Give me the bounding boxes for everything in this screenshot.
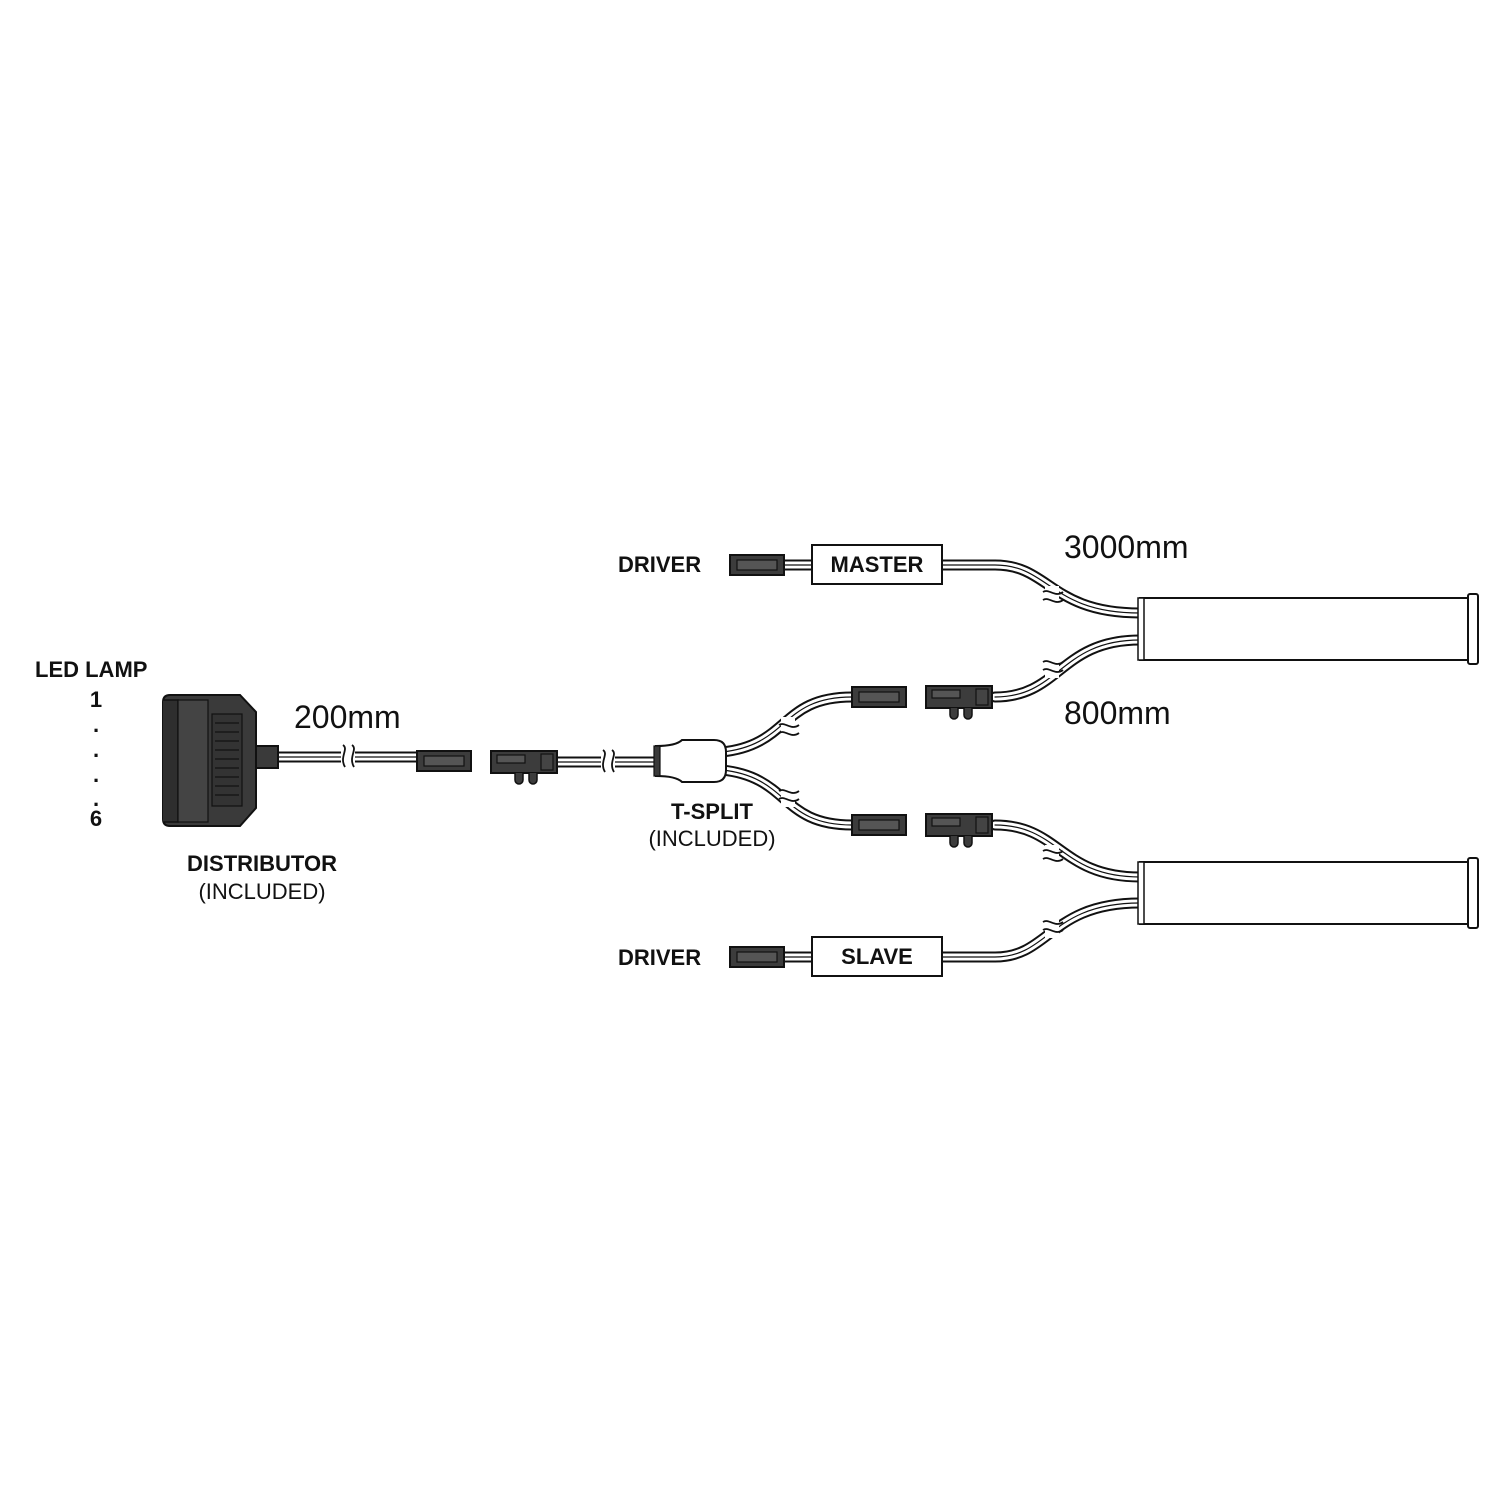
- cable-lamp2-slave: [936, 897, 1146, 963]
- cable-break-marks: [341, 586, 1064, 938]
- dimension-800mm: 800mm: [1064, 695, 1171, 731]
- break-mark: [1042, 916, 1064, 938]
- connector-female-lower-branch: [851, 814, 907, 836]
- connector-female-upper-branch: [851, 686, 907, 708]
- connector-male-lamp2: [925, 813, 993, 848]
- tsplit-included-note: (INCLUDED): [648, 826, 776, 851]
- distributor-box: [162, 694, 279, 827]
- lamp-number-dot: .: [92, 712, 100, 737]
- distributor-port: [255, 745, 279, 769]
- dimension-3000mm: 3000mm: [1064, 529, 1189, 565]
- connector-driver-bottom: [729, 946, 785, 968]
- slave-label: SLAVE: [841, 943, 913, 969]
- driver-label-bottom: DRIVER: [618, 945, 702, 970]
- break-mark: [778, 785, 800, 807]
- break-mark: [1042, 845, 1064, 867]
- break-mark: [1042, 586, 1064, 608]
- break-mark: [341, 744, 355, 768]
- t-split-body: [653, 739, 727, 783]
- connector-male-tsplit-lead: [490, 750, 558, 785]
- master-box: [811, 544, 943, 585]
- distributor-vents: [215, 722, 239, 796]
- led-lamp-label: LED LAMP: [35, 657, 148, 682]
- dimension-200mm: 200mm: [294, 699, 401, 735]
- cable-lamp1-800: [989, 634, 1146, 703]
- break-mark: [778, 717, 800, 739]
- break-mark: [601, 749, 615, 773]
- master-label: MASTER: [830, 551, 924, 577]
- distributor-included-note: (INCLUDED): [198, 879, 326, 904]
- slave-box: [811, 936, 943, 977]
- lamp-number-dot: .: [92, 762, 100, 787]
- led-lamp-tube-1: [1137, 593, 1479, 665]
- break-mark: [1042, 656, 1064, 678]
- led-lamp-tube-2: [1137, 857, 1479, 929]
- cable-master-lamp1: [936, 559, 1146, 619]
- lamp-number-first: 1: [89, 687, 103, 712]
- lamp-number-last: 6: [89, 806, 103, 831]
- lamp-number-dot: .: [92, 786, 100, 811]
- driver-label-top: DRIVER: [618, 552, 702, 577]
- tsplit-label: T-SPLIT: [671, 799, 753, 824]
- lamp-number-dot: .: [92, 737, 100, 762]
- connector-female-distributor-lead: [416, 750, 472, 772]
- distributor-label: DISTRIBUTOR: [187, 851, 337, 876]
- cable-lower-lamp2: [989, 819, 1146, 883]
- connector-driver-top: [729, 554, 785, 576]
- connector-male-lamp1-800: [925, 685, 993, 720]
